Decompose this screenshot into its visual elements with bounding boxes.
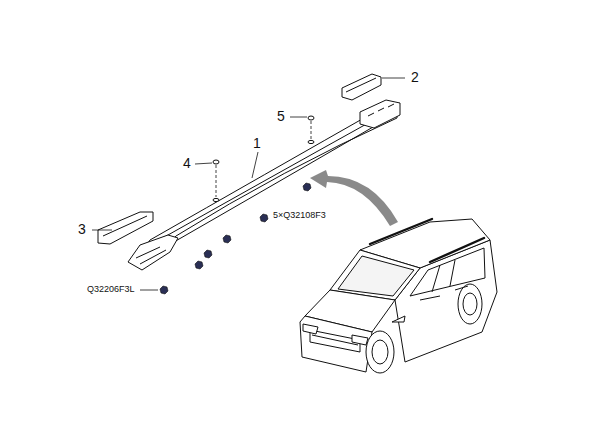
nut: [160, 286, 168, 294]
nut: [204, 250, 212, 258]
callout-number: 5: [276, 109, 286, 124]
end-cap: [342, 74, 381, 100]
end-cap: [98, 212, 153, 244]
callout-number: 3: [77, 222, 87, 237]
callout-number: 1: [252, 136, 262, 151]
rail-rear-end: [360, 100, 400, 128]
leader-line: [195, 163, 212, 164]
vehicle: [300, 219, 497, 373]
callout-number: 2: [410, 70, 420, 85]
callout-number: 4: [182, 156, 192, 171]
leader-line: [290, 117, 307, 118]
rail-foot: [128, 235, 178, 270]
part-code: Q32206F3L: [86, 285, 136, 295]
leader-line: [140, 290, 158, 291]
nut: [195, 261, 203, 269]
leader-line: [252, 152, 258, 178]
leader-line: [382, 78, 405, 79]
leader-line: [92, 230, 112, 231]
nut: [303, 183, 311, 191]
nut: [223, 235, 231, 243]
nut: [260, 214, 268, 222]
part-code: 5×Q32108F3: [272, 211, 327, 221]
